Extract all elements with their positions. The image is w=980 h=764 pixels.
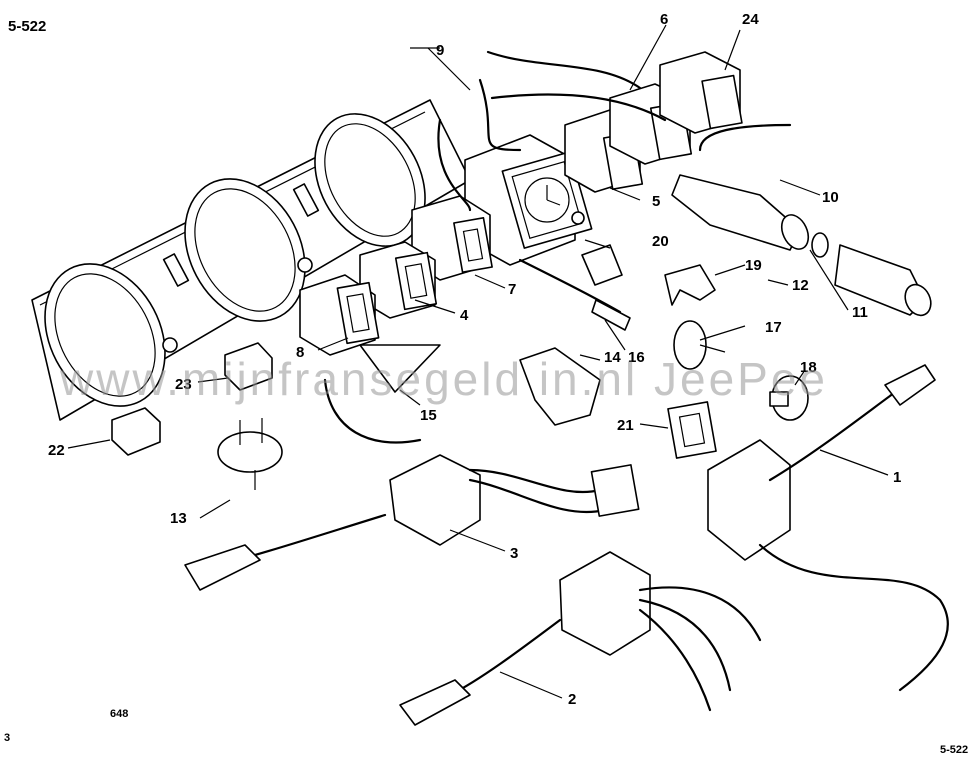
callout-8: 8 [296,344,304,361]
callout-13: 13 [170,510,187,527]
callout-21: 21 [617,417,634,434]
page-reference-bottom: 5-522 [940,744,969,756]
callout-22: 22 [48,442,65,459]
callout-10: 10 [822,189,839,206]
callout-20: 20 [652,233,669,250]
callout-9: 9 [436,42,444,59]
switch-24 [659,51,743,134]
watermark: www.mijnfransegeld in.nl JeePee [60,353,829,405]
callout-14: 14 [604,349,621,366]
callout-17: 17 [765,319,782,336]
callout-leaders [67,24,889,699]
hazard-switch-8 [299,274,380,356]
callout-4: 4 [460,307,469,324]
callout-19: 19 [745,257,762,274]
callout-5: 5 [652,193,660,210]
callout-7: 7 [508,281,516,298]
stalk-switch-3 [184,454,640,591]
switch-22 [111,407,161,456]
connector-13 [217,418,283,490]
bracket-19 [664,264,716,306]
callout-18: 18 [800,359,817,376]
cigar-lighter [671,174,932,317]
bracket-14 [519,347,601,426]
spring-20 [581,244,623,286]
page-reference-top: 5-522 [8,18,47,35]
callout-3: 3 [510,545,518,562]
stalk-switch-2 [399,551,762,726]
switch-4 [359,241,438,319]
callout-11: 11 [852,304,868,321]
callout-24: 24 [742,11,759,28]
callout-6: 6 [660,11,668,28]
knob-18 [769,375,809,421]
callout-numbers: 1 2 3 4 5 6 7 8 9 10 11 12 13 14 15 16 1… [48,11,901,708]
bracket-15 [323,344,441,444]
drawing-code: 648 [110,708,129,720]
wiring-top [437,50,792,212]
callout-23: 23 [175,376,192,393]
knob-17 [673,320,726,370]
stalk-switch-1 [707,364,949,692]
callout-16: 16 [628,349,645,366]
callout-15: 15 [420,407,437,424]
corner-mark: 3 [4,732,11,744]
choke-cable-16 [518,258,631,331]
callout-1: 1 [893,469,901,486]
callout-2: 2 [568,691,576,708]
instrument-panel [31,99,471,421]
indicator-21 [667,401,717,459]
callout-12: 12 [792,277,809,294]
switch-23 [224,342,273,391]
